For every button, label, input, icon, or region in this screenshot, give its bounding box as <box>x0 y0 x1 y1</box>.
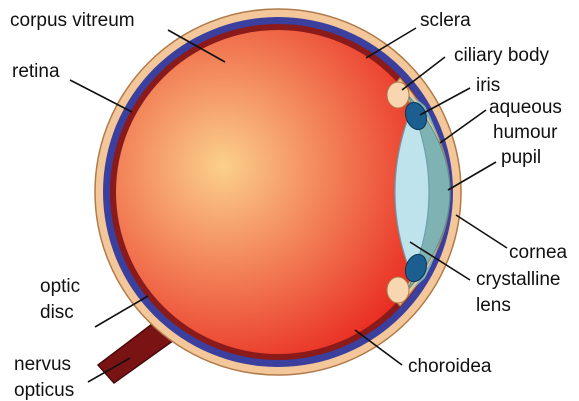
label-nervus-line1: nervus <box>14 354 71 375</box>
label-iris: iris <box>476 75 500 96</box>
ciliary-body-upper <box>387 82 409 108</box>
label-lens-line2: lens <box>476 295 511 316</box>
ciliary-body-lower <box>387 277 409 303</box>
leader-cornea <box>456 215 507 248</box>
label-aqueous-line1: aqueous <box>489 97 562 118</box>
label-aqueous-line2: humour <box>493 122 558 143</box>
label-optic-disc-line2: disc <box>40 302 74 323</box>
vitreous-body <box>116 30 440 354</box>
label-choroidea: choroidea <box>408 356 492 377</box>
label-sclera: sclera <box>420 10 471 31</box>
label-cornea: cornea <box>509 242 568 263</box>
label-nervus-line2: opticus <box>14 380 74 401</box>
label-lens-line1: crystalline <box>476 269 560 290</box>
label-retina: retina <box>12 61 60 82</box>
label-pupil: pupil <box>501 147 541 168</box>
label-corpus-vitreum: corpus vitreum <box>10 10 135 31</box>
label-ciliary-body: ciliary body <box>454 45 550 66</box>
label-optic-disc-line1: optic <box>40 276 80 297</box>
